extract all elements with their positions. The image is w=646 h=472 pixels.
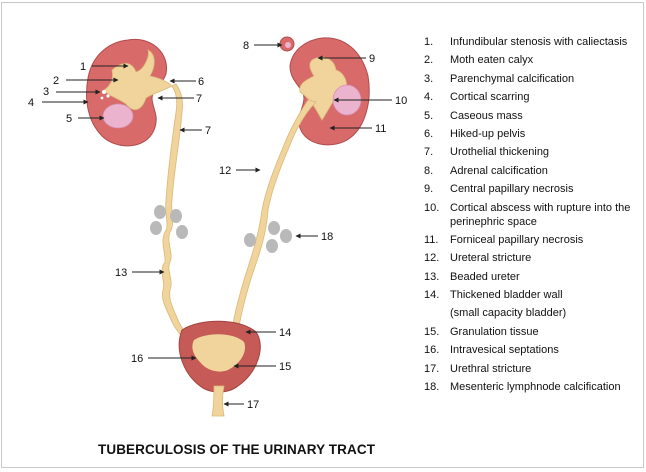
legend-text: Mesenteric lymphnode calcification	[450, 381, 621, 393]
figure-caption: TUBERCULOSIS OF THE URINARY TRACT	[98, 442, 375, 457]
legend-number: 15.	[424, 325, 439, 339]
legend-text: Granulation tissue	[450, 326, 539, 338]
legend-item: 12. Ureteral stricture	[424, 251, 639, 265]
legend-item: 7. Urothelial thickening	[424, 145, 639, 159]
legend-number: 11.	[424, 233, 438, 247]
legend-item: 16. Intravesical septations	[424, 343, 639, 357]
legend-text: Moth eaten calyx	[450, 54, 533, 66]
diagram-label: 11	[375, 123, 386, 135]
lymphnode	[176, 225, 188, 239]
diagram-label: 18	[321, 231, 333, 243]
diagram-label: 1	[80, 61, 86, 73]
diagram-label: 15	[279, 361, 291, 373]
legend-text: Caseous mass	[450, 110, 523, 122]
diagram-label: 7	[196, 93, 202, 105]
legend-item: 6. Hiked-up pelvis	[424, 127, 639, 141]
legend-item: 8. Adrenal calcification	[424, 164, 639, 178]
legend-item: 18. Mesenteric lymphnode calcification	[424, 380, 639, 394]
legend-item: 15. Granulation tissue	[424, 325, 639, 339]
legend-item: 5. Caseous mass	[424, 109, 639, 123]
legend-text: Parenchymal calcification	[450, 73, 574, 85]
legend-text: Cortical abscess with rupture into the p…	[450, 202, 630, 228]
legend-text: Beaded ureter	[450, 271, 520, 283]
legend-item: 13. Beaded ureter	[424, 270, 639, 284]
lymphnode	[150, 221, 162, 235]
parenchymal-calcification	[102, 90, 106, 94]
legend-item: 9. Central papillary necrosis	[424, 182, 639, 196]
lymphnode	[266, 239, 278, 253]
diagram-label: 16	[131, 353, 143, 365]
legend-text: Cortical scarring	[450, 91, 529, 103]
diagram-label: 5	[66, 113, 72, 125]
diagram-label: 7	[205, 125, 211, 137]
caseous-mass	[103, 104, 133, 128]
diagram-label: 2	[53, 75, 59, 87]
legend-item: (small capacity bladder)	[424, 306, 639, 320]
legend-number: 16.	[424, 343, 439, 357]
legend-number: 1.	[424, 35, 433, 49]
adrenal-calcification-core	[285, 42, 291, 48]
legend-number: 14.	[424, 288, 439, 302]
legend-number: 13.	[424, 270, 439, 284]
diagram-label: 9	[369, 53, 375, 65]
parenchymal-calcification	[101, 97, 104, 100]
legend-number: 7.	[424, 145, 433, 159]
diagram-label: 17	[247, 399, 259, 411]
legend-item: 4. Cortical scarring	[424, 90, 639, 104]
legend-text: (small capacity bladder)	[450, 307, 566, 319]
lymphnode	[244, 233, 256, 247]
legend-text: Central papillary necrosis	[450, 183, 574, 195]
legend-item: 2. Moth eaten calyx	[424, 53, 639, 67]
left-kidney	[87, 39, 172, 145]
legend-number: 4.	[424, 90, 433, 104]
lymphnode	[268, 221, 280, 235]
legend-item: 3. Parenchymal calcification	[424, 72, 639, 86]
legend-text: Forniceal papillary necrosis	[450, 234, 583, 246]
legend-number: 9.	[424, 182, 433, 196]
legend-text: Ureteral stricture	[450, 252, 531, 264]
legend-text: Infundibular stenosis with caliectasis	[450, 36, 627, 48]
diagram-label: 4	[28, 97, 34, 109]
lymphnodes-right	[244, 221, 292, 253]
lymphnode	[170, 209, 182, 223]
urethra	[212, 386, 224, 416]
diagram-label: 12	[219, 165, 231, 177]
lymphnode	[154, 205, 166, 219]
legend-item: 10. Cortical abscess with rupture into th…	[424, 201, 639, 229]
legend-number: 17.	[424, 362, 439, 376]
legend-list: 1. Infundibular stenosis with caliectasis…	[424, 35, 639, 398]
legend-text: Urothelial thickening	[450, 146, 549, 158]
legend-item: 14. Thickened bladder wall	[424, 288, 639, 302]
legend-number: 18.	[424, 380, 439, 394]
legend-number: 12.	[424, 251, 439, 265]
diagram-label: 10	[395, 95, 407, 107]
legend-text: Thickened bladder wall	[450, 289, 563, 301]
legend-item: 17. Urethral stricture	[424, 362, 639, 376]
diagram-label: 13	[115, 267, 127, 279]
legend-item: 1. Infundibular stenosis with caliectasis	[424, 35, 639, 49]
legend-number: 8.	[424, 164, 433, 178]
diagram-label: 14	[279, 327, 291, 339]
parenchymal-calcification	[106, 94, 109, 97]
legend-text: Adrenal calcification	[450, 165, 548, 177]
diagram-label: 8	[243, 40, 249, 52]
lymphnode	[280, 229, 292, 243]
diagram-label: 3	[43, 86, 49, 98]
legend-number: 10.	[424, 201, 439, 215]
legend-number: 6.	[424, 127, 433, 141]
legend-number: 2.	[424, 53, 433, 67]
legend-item: 11. Forniceal papillary necrosis	[424, 233, 639, 247]
legend-text: Intravesical septations	[450, 344, 559, 356]
legend-text: Urethral stricture	[450, 363, 531, 375]
legend-text: Hiked-up pelvis	[450, 128, 525, 140]
legend-number: 5.	[424, 109, 433, 123]
diagram-label: 6	[198, 76, 204, 88]
legend-number: 3.	[424, 72, 433, 86]
